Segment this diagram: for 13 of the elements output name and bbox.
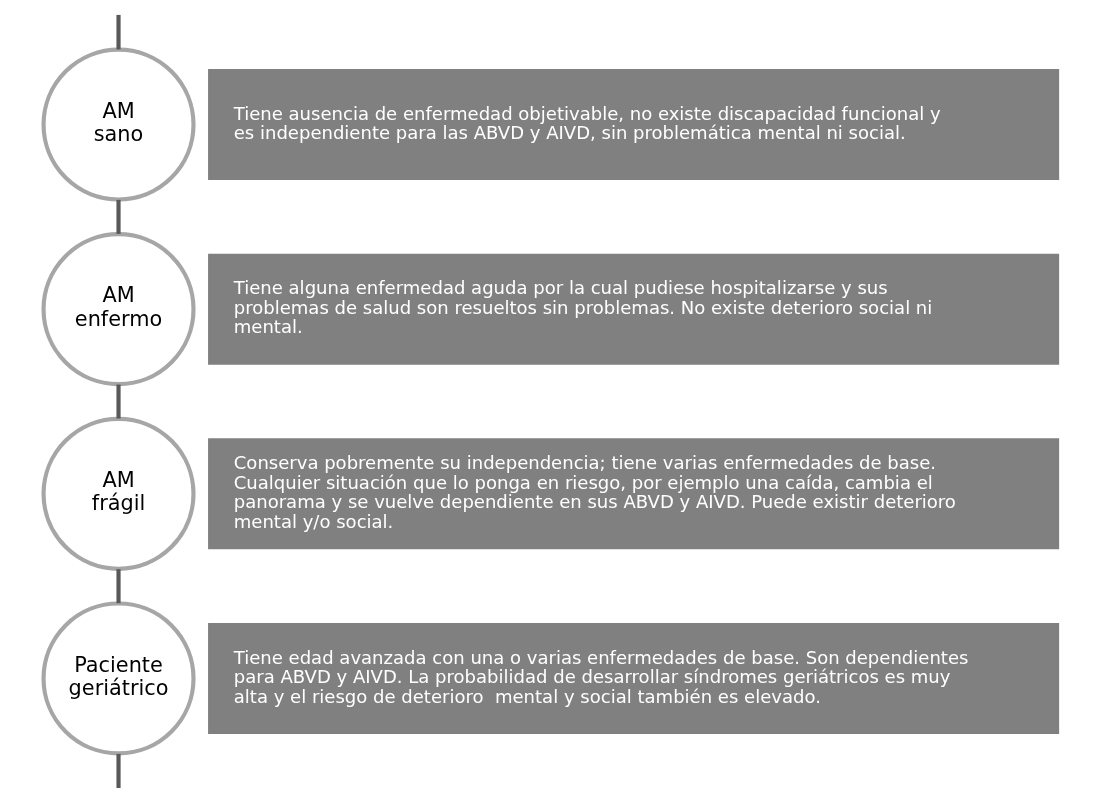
connector [115, 14, 121, 50]
node-circle: Paciente geriátrico [40, 601, 196, 756]
node-circle: AM frágil [40, 416, 196, 571]
node-box: Tiene alguna enfermedad aguda por la cual pudiese hospitalizarse y sus problemas de salud son resueltos sin problemas. No existe deterioro social ni mental. [207, 253, 1059, 365]
connector [115, 384, 121, 419]
connector [115, 199, 121, 234]
node-box: Conserva pobremente su independencia; tiene varias enfermedades de base. Cualquier situación que lo ponga en riesgo, por ejemplo una caída, cambia el panorama y se vuelve dependiente en sus ABVD y AIVD. Puede existir deterioro mental y/o social. [207, 438, 1059, 550]
node-box: Tiene edad avanzada con una o varias enfermedades de base. Son dependientes para ABVD y AIVD. La probabilidad de desarrollar síndromes geriátricos es muy alta y el riesgo de deterioro mental y social también es elevado. [207, 622, 1059, 734]
node-circle: AM sano [40, 47, 196, 202]
connector [115, 569, 121, 604]
node-box: Tiene ausencia de enfermedad objetivable, no existe discapacidad funcional y es independiente para las ABVD y AIVD, sin problemática mental ni social. [207, 69, 1059, 181]
node-circle: AM enfermo [40, 232, 196, 387]
connector [115, 753, 121, 788]
